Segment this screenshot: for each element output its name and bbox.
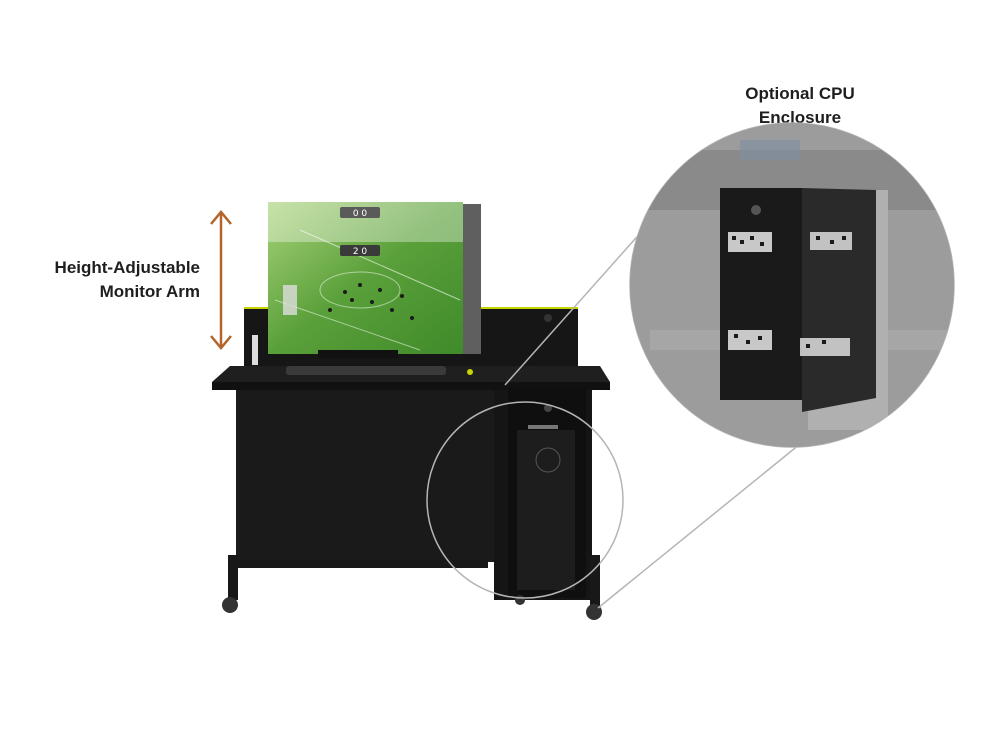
arm-label-line2: Monitor Arm <box>99 282 200 301</box>
cpu-label-line1: Optional CPU <box>745 84 855 103</box>
desk-top <box>212 335 610 390</box>
scoreboard-top: 0 0 <box>340 207 380 219</box>
scoreboard-mid: 2 0 <box>340 245 380 257</box>
optional-cpu-enclosure-label: Optional CPU Enclosure <box>735 82 865 130</box>
height-adjustable-monitor-arm-label: Height-Adjustable Monitor Arm <box>0 256 200 304</box>
double-headed-vertical-arrow-icon <box>210 210 232 350</box>
players <box>328 283 414 320</box>
cpu-enclosure-small <box>508 388 586 598</box>
desk-legs <box>228 555 600 610</box>
arm-label-line1: Height-Adjustable <box>54 258 200 277</box>
cpu-enclosure-large <box>720 188 876 412</box>
zoomed-cpu-enclosure-detail <box>630 123 954 447</box>
score-mid-text: 2 0 <box>353 247 368 257</box>
cpu-label-line2: Enclosure <box>758 108 842 127</box>
score-top-text: 0 0 <box>353 209 368 219</box>
monitor: 0 0 2 0 <box>268 202 481 358</box>
